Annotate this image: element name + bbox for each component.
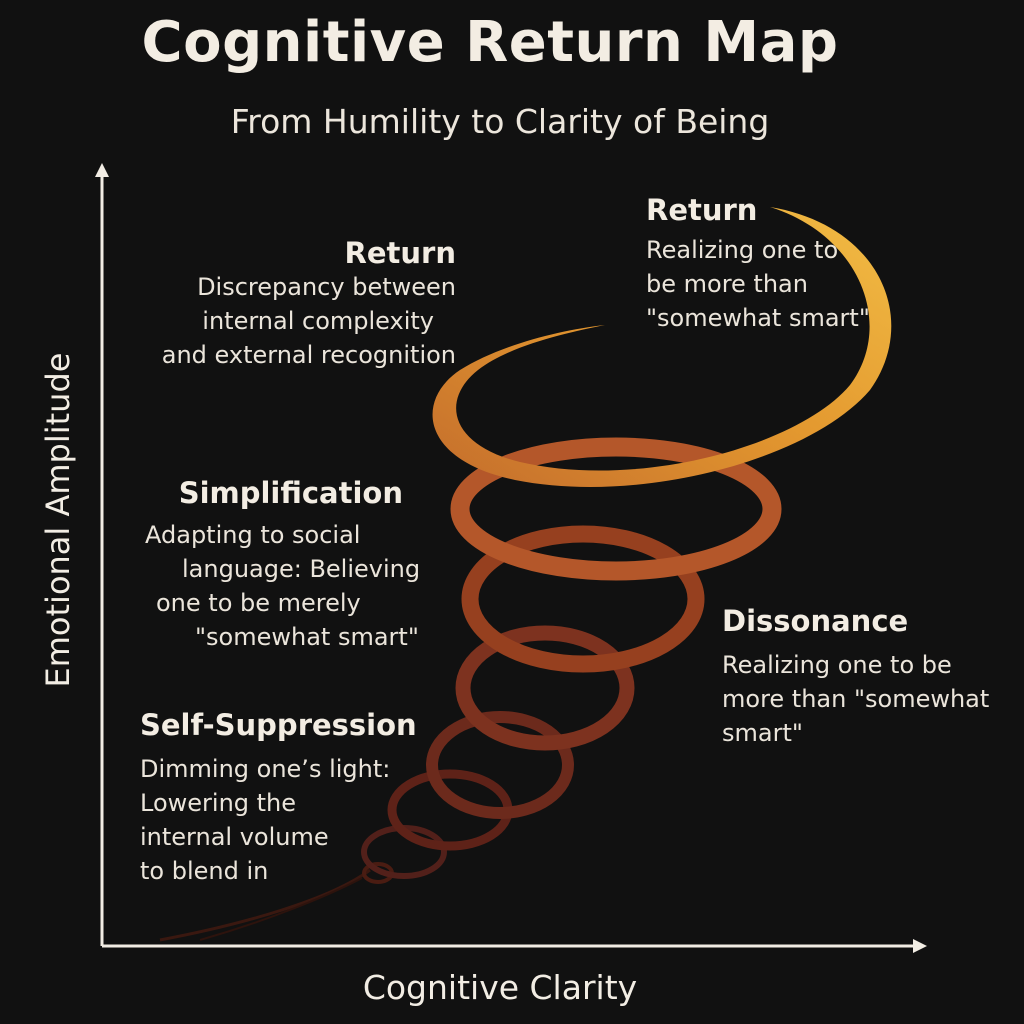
page-subtitle: From Humility to Clarity of Being	[230, 102, 770, 141]
stage-desc-line: smart"	[722, 719, 803, 747]
stage-return-right: Return Realizing one to be more than "so…	[646, 193, 870, 335]
spiral-ring-4	[426, 711, 574, 819]
y-axis-label: Emotional Amplitude	[39, 352, 77, 688]
stage-desc-line: internal volume	[140, 823, 329, 851]
stage-desc-line: and external recognition	[161, 341, 456, 369]
stage-title: Dissonance	[722, 604, 909, 638]
stage-title: Simplification	[178, 476, 403, 510]
stage-simplification-desc: Adapting to social language: Believing o…	[145, 518, 420, 654]
spiral-ring-6	[461, 525, 705, 673]
x-axis-label: Cognitive Clarity	[362, 968, 638, 1007]
stage-desc-line: "somewhat smart"	[195, 623, 419, 651]
stage-self-suppression: Self-Suppression Dimming one’s light: Lo…	[140, 708, 417, 888]
stage-desc-line: to blend in	[140, 857, 269, 885]
stage-desc-line: Realizing one to	[646, 236, 839, 264]
stage-desc-line: more than "somewhat	[722, 685, 990, 713]
stage-desc-line: Lowering the	[140, 789, 297, 817]
stage-desc-line: Realizing one to be	[722, 651, 952, 679]
stage-desc-line: "somewhat smart"	[646, 304, 870, 332]
stage-desc-line: one to be merely	[156, 589, 361, 617]
spiral-ring-5	[455, 625, 635, 751]
stage-desc-line: Adapting to social	[145, 521, 361, 549]
spiral-tail	[159, 868, 371, 942]
stage-desc-line: language: Believing	[182, 555, 421, 583]
stage-return-left: Return Discrepancy between internal comp…	[150, 236, 456, 372]
stage-title: Return	[344, 236, 456, 270]
stage-simplification: Simplification	[130, 476, 410, 510]
stage-title: Return	[646, 193, 758, 227]
spiral-top-ring	[432, 207, 892, 487]
stage-desc-line: Dimming one’s light:	[140, 755, 391, 783]
stage-desc-line: internal complexity	[202, 307, 434, 335]
stage-title: Self-Suppression	[140, 708, 417, 742]
stage-dissonance: Dissonance Realizing one to be more than…	[722, 604, 989, 750]
spiral-ring-7	[450, 437, 782, 581]
stage-desc-line: be more than	[646, 270, 808, 298]
page-title: Cognitive Return Map	[141, 10, 839, 75]
stage-desc-line: Discrepancy between	[197, 273, 456, 301]
spiral-tail-2	[199, 877, 363, 941]
